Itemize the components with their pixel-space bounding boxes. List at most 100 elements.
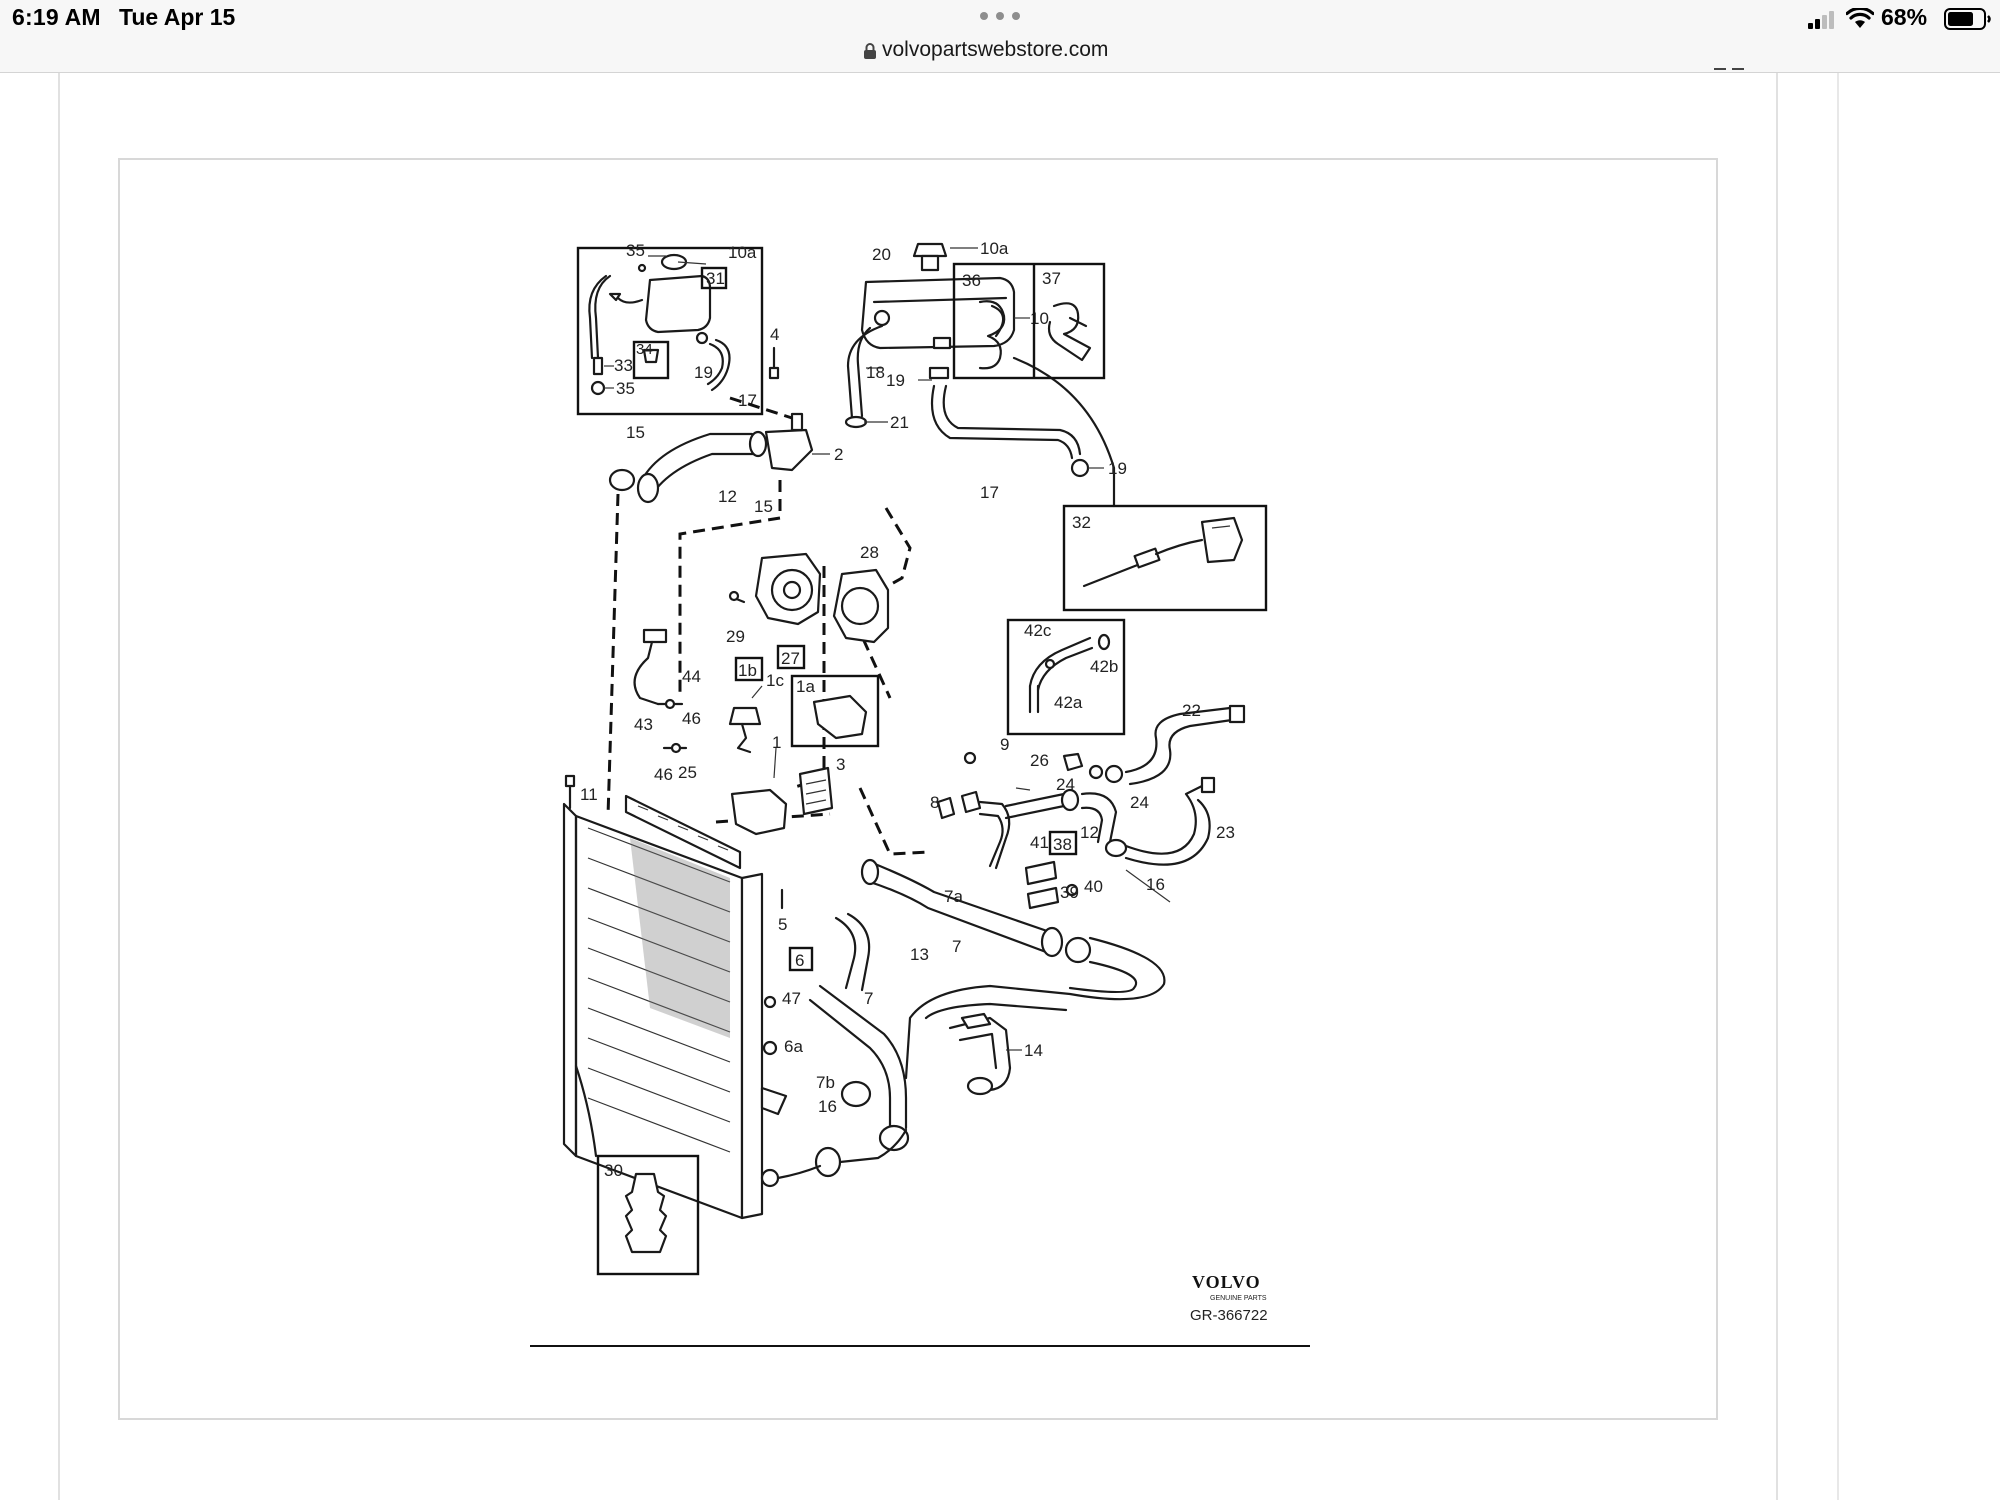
expansion-tank-drawing bbox=[844, 242, 1116, 508]
callout-1b: 1b bbox=[738, 661, 757, 680]
callout-16-lower: 16 bbox=[818, 1097, 837, 1116]
callout-42b: 42b bbox=[1090, 657, 1118, 676]
callout-4: 4 bbox=[770, 325, 779, 344]
callout-10a-right: 10a bbox=[980, 239, 1009, 258]
inset-box-sensor bbox=[1062, 504, 1268, 612]
small-tank-drawing bbox=[588, 253, 731, 396]
callout-3: 3 bbox=[836, 755, 845, 774]
battery-icon bbox=[1944, 8, 1991, 30]
callout-35-top: 35 bbox=[626, 241, 645, 260]
page-frame-left bbox=[58, 73, 60, 1500]
lower-hoses-drawing bbox=[776, 858, 1166, 1180]
clamp-drawings bbox=[978, 300, 1092, 370]
dashed-line-tank bbox=[729, 396, 793, 420]
upper-hose-drawing bbox=[608, 412, 830, 504]
callout-35-bottom: 35 bbox=[616, 379, 635, 398]
callout-19-middle: 19 bbox=[1108, 459, 1127, 478]
wifi-icon bbox=[1846, 8, 1874, 28]
callout-44: 44 bbox=[682, 667, 701, 686]
callout-46-upper: 46 bbox=[682, 709, 701, 728]
callout-6: 6 bbox=[795, 951, 804, 970]
callout-36: 36 bbox=[962, 271, 981, 290]
dashed-line-left bbox=[606, 493, 620, 817]
dashed-line-center bbox=[678, 480, 782, 698]
page-frame-right bbox=[1776, 73, 1778, 1500]
thermostat-drawing bbox=[728, 685, 868, 836]
callout-21: 21 bbox=[890, 413, 909, 432]
corner-marks bbox=[1714, 68, 1744, 70]
inset-box-30 bbox=[596, 1154, 700, 1276]
callout-15-middle: 15 bbox=[754, 497, 773, 516]
heater-connections-drawing bbox=[936, 704, 1246, 910]
callout-24-left: 24 bbox=[1056, 775, 1075, 794]
callout-23: 23 bbox=[1216, 823, 1235, 842]
callout-7-label: 7 bbox=[952, 937, 961, 956]
callout-7-lower: 7 bbox=[864, 989, 873, 1008]
callout-1: 1 bbox=[772, 733, 781, 752]
callout-24-right: 24 bbox=[1130, 793, 1149, 812]
side-rule bbox=[1837, 73, 1839, 1500]
callout-17-middle: 17 bbox=[980, 483, 999, 502]
callout-10a-left: 10a bbox=[728, 243, 757, 262]
dashed-line-lower bbox=[858, 787, 931, 856]
callout-16-upper: 16 bbox=[1146, 875, 1165, 894]
inset-box-42 bbox=[1006, 618, 1126, 736]
sensor-wire-drawing bbox=[633, 628, 688, 754]
radiator-lead-line bbox=[574, 1064, 598, 1158]
callout-1a: 1a bbox=[796, 677, 815, 696]
callout-18: 18 bbox=[866, 363, 885, 382]
callout-32: 32 bbox=[1072, 513, 1091, 532]
callout-9: 9 bbox=[1000, 735, 1009, 754]
callout-42a: 42a bbox=[1054, 693, 1083, 712]
callout-27: 27 bbox=[781, 649, 800, 668]
mount-30-drawing bbox=[624, 1172, 668, 1254]
callout-28: 28 bbox=[860, 543, 879, 562]
callout-19-upper: 19 bbox=[886, 371, 905, 390]
water-pump-drawing bbox=[728, 552, 890, 644]
callout-12-upper: 12 bbox=[718, 487, 737, 506]
callout-25: 25 bbox=[678, 763, 697, 782]
callout-39: 39 bbox=[1060, 883, 1079, 902]
diagram-frame bbox=[118, 158, 1718, 1420]
callout-15-left: 15 bbox=[626, 423, 645, 442]
multitask-dots-icon[interactable] bbox=[978, 10, 1022, 22]
callout-8: 8 bbox=[930, 793, 939, 812]
callout-34: 34 bbox=[636, 341, 653, 358]
callout-29: 29 bbox=[726, 627, 745, 646]
inset-box-1a bbox=[790, 674, 880, 748]
callout-47: 47 bbox=[782, 989, 801, 1008]
callout-41: 41 bbox=[1030, 833, 1049, 852]
callout-46-lower: 46 bbox=[654, 765, 673, 784]
reference-code: GR-366722 bbox=[1190, 1307, 1268, 1324]
callout-37: 37 bbox=[1042, 269, 1061, 288]
pipe-42-drawing bbox=[1028, 633, 1111, 714]
volvo-brand-sub: GENUINE PARTS bbox=[1210, 1295, 1267, 1302]
url-text[interactable]: volvopartswebstore.com bbox=[882, 38, 1109, 61]
callout-11: 11 bbox=[580, 785, 598, 804]
callout-20: 20 bbox=[872, 245, 891, 264]
callout-7b: 7b bbox=[816, 1073, 835, 1092]
callout-2: 2 bbox=[834, 445, 843, 464]
callout-14: 14 bbox=[1024, 1041, 1043, 1060]
callout-12-lower: 12 bbox=[1080, 823, 1099, 842]
callout-31: 31 bbox=[706, 269, 725, 288]
callout-33: 33 bbox=[614, 356, 633, 375]
callout-40: 40 bbox=[1084, 877, 1103, 896]
url-bar[interactable] bbox=[0, 38, 2000, 73]
radiator-drawing bbox=[562, 774, 788, 1220]
status-date: Tue Apr 15 bbox=[119, 4, 236, 30]
volvo-brand: VOLVO bbox=[1192, 1272, 1261, 1292]
lock-icon bbox=[864, 43, 876, 59]
inset-box-clamps bbox=[952, 262, 1106, 380]
callout-6a: 6a bbox=[784, 1037, 803, 1056]
callout-38: 38 bbox=[1053, 835, 1072, 854]
callout-22: 22 bbox=[1182, 701, 1201, 720]
sensor-drawing bbox=[1082, 516, 1244, 588]
cellular-signal-icon bbox=[1808, 11, 1834, 29]
parts-diagram: 35 10a 31 33 34 19 35 17 20 10a 10 18 19… bbox=[530, 239, 1310, 1347]
callout-43: 43 bbox=[634, 715, 653, 734]
inset-box-tank-detail bbox=[576, 246, 764, 416]
status-time: 6:19 AM bbox=[12, 4, 101, 30]
callout-42c: 42c bbox=[1024, 621, 1052, 640]
callout-13: 13 bbox=[910, 945, 929, 964]
